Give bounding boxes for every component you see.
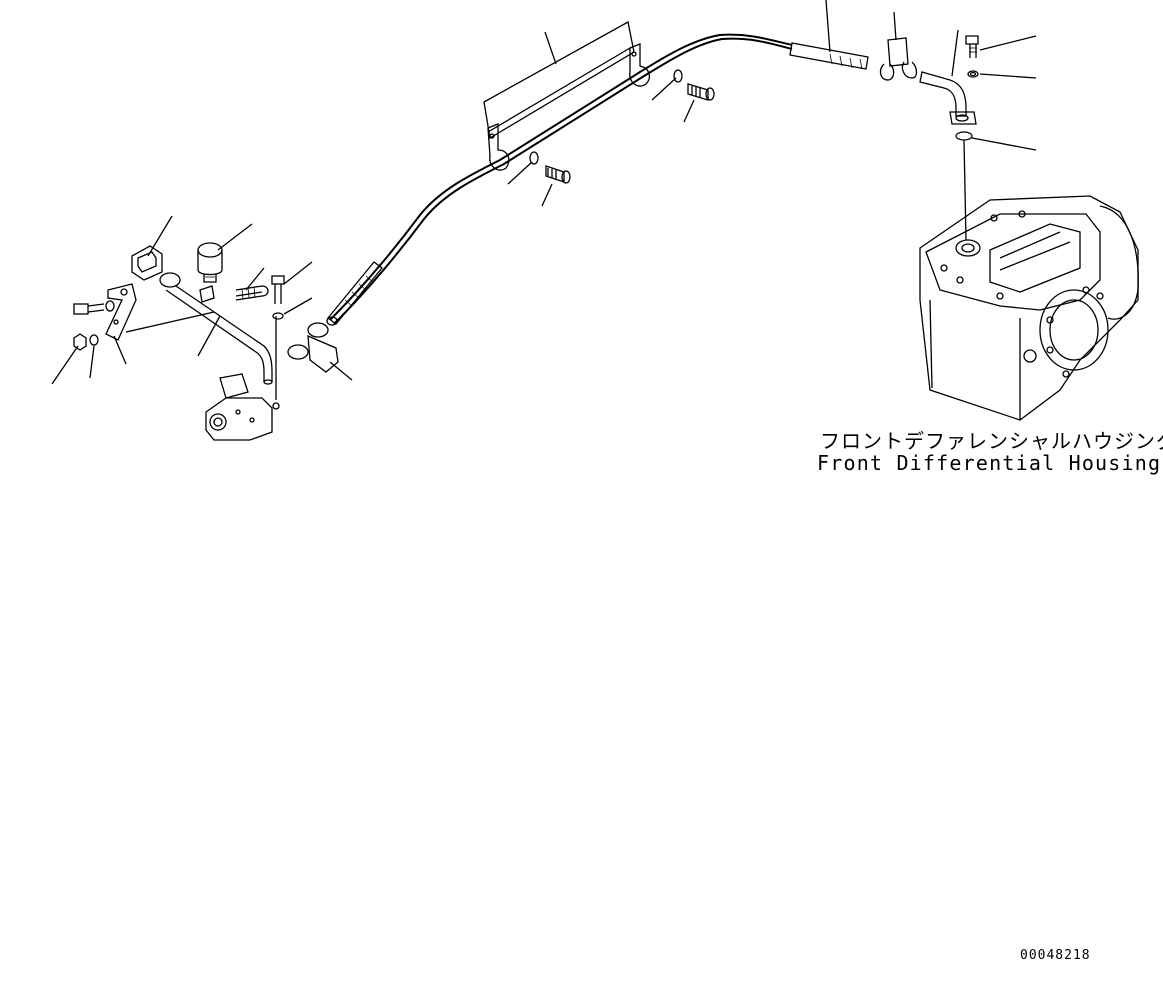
- component-label-english: Front Differential Housing: [817, 451, 1162, 475]
- bolt-washer-left: [73, 300, 115, 315]
- bolt-washer-set-2: [673, 69, 715, 101]
- pump-block: [205, 373, 280, 441]
- pipe-clip-left: [487, 123, 510, 171]
- small-bolt: [271, 275, 285, 320]
- callout-leader-lines: [51, 0, 1037, 400]
- flexible-hose-lower: [326, 261, 383, 326]
- flange-bolt: [965, 35, 979, 78]
- bolt-washer-set-1: [529, 151, 571, 184]
- bracket-leader-line: [125, 311, 215, 333]
- nut-washer-left: [73, 333, 99, 351]
- component-label-japanese: フロントデファレンシャルハウジング: [820, 429, 1163, 453]
- u-bolt: [235, 285, 269, 301]
- main-pipe: [329, 33, 793, 325]
- differential-housing: [919, 195, 1139, 421]
- flexible-hose-upper: [789, 42, 869, 70]
- rubber-mount: [131, 245, 163, 281]
- hose-clamp-lower: [287, 322, 339, 373]
- housing-leader-line: [963, 139, 967, 241]
- elbow-fitting: [919, 71, 977, 125]
- pressure-sensor: [197, 242, 223, 283]
- pipe-clip-right: [629, 43, 651, 87]
- pipe-guard-plate: [483, 20, 635, 140]
- suction-pipe: [159, 272, 273, 385]
- hose-clamp-pair: [879, 37, 918, 81]
- o-ring: [955, 131, 973, 141]
- mount-bracket: [105, 283, 137, 341]
- figure-id: 00048218: [1020, 948, 1091, 963]
